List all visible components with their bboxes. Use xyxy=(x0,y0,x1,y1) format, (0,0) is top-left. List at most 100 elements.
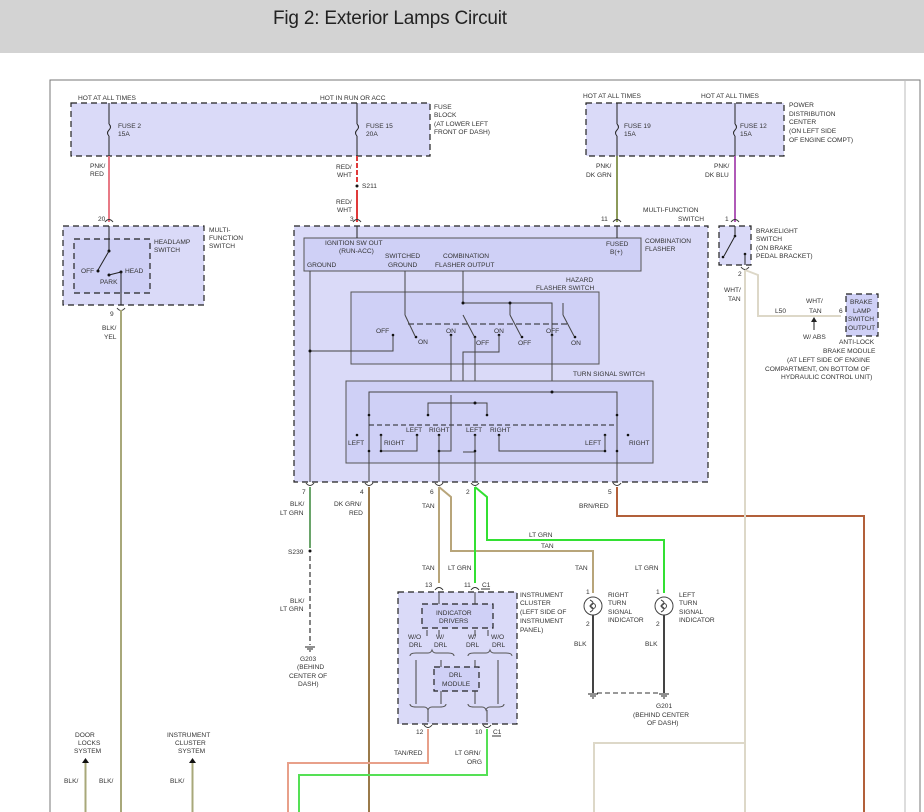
diagram-label: OFF xyxy=(81,268,94,275)
diagram-label: FLASHER OUTPUT xyxy=(435,262,494,269)
diagram-label: (AT LEFT SIDE OF ENGINE xyxy=(787,357,871,364)
diagram-label: WHT/ xyxy=(724,287,741,294)
diagram-label: BLK xyxy=(645,641,658,648)
diagram-label: FUSE 2 xyxy=(118,123,141,130)
diagram-label: (AT LOWER LEFT xyxy=(434,121,488,128)
diagram-label: ON xyxy=(418,339,428,346)
diagram-label: DISTRIBUTION xyxy=(789,111,836,118)
diagram-label: 7 xyxy=(302,489,306,496)
headlamp-switch: 20 OFF HEAD PARK HEADLAMP SWITCH MULTI- … xyxy=(62,216,243,318)
diagram-label: ORG xyxy=(467,759,482,766)
diagram-label: LT GRN xyxy=(635,565,659,572)
diagram-label: BLK xyxy=(574,641,587,648)
diagram-label: MODULE xyxy=(442,681,471,688)
diagram-label: WHT xyxy=(337,172,352,179)
diagram-label: 15A xyxy=(624,131,636,138)
diagram-label: FUSED xyxy=(606,241,629,248)
diagram-label: INSTRUMENT xyxy=(520,618,563,625)
diagram-label: TAN xyxy=(541,543,554,550)
wire-brn-red xyxy=(616,487,865,812)
diagram-label: 9 xyxy=(110,311,114,318)
diagram-label: S239 xyxy=(288,549,304,556)
diagram-label: WHT xyxy=(337,207,352,214)
diagram-label: LT GRN xyxy=(280,606,304,613)
diagram-label: DRL xyxy=(449,672,463,679)
diagram-label: DRIVERS xyxy=(439,618,469,625)
fuse19-icon xyxy=(615,123,619,137)
diagram-label: YEL xyxy=(104,334,117,341)
diagram-label: LEFT xyxy=(406,427,422,434)
diagram-label: BLK/ xyxy=(290,501,304,508)
diagram-label: LT GRN xyxy=(529,532,553,539)
hot-label-fuse15: HOT IN RUN OR ACC xyxy=(320,95,386,102)
ground-g203-icon xyxy=(305,646,315,652)
diagram-label: 20 xyxy=(98,216,106,223)
diagram-label: (ON BRAKE xyxy=(756,245,793,252)
diagram-label: TURN xyxy=(679,600,698,607)
diagram-label: PNK/ xyxy=(714,163,730,170)
diagram-label: LAMP xyxy=(853,308,872,315)
diagram-label: 2 xyxy=(656,621,660,628)
diagram-label: BLK/ xyxy=(99,778,113,785)
diagram-label: COMBINATION xyxy=(645,238,691,245)
diagram-label: HAZARD xyxy=(566,277,593,284)
diagram-label: FUSE xyxy=(434,104,452,111)
diagram-label: SWITCHED xyxy=(385,253,420,260)
diagram-label: G201 xyxy=(656,703,672,710)
wire-tan-b xyxy=(438,486,594,593)
hot-label-fuse2: HOT AT ALL TIMES xyxy=(78,95,137,102)
diagram-label: TAN xyxy=(809,308,822,315)
diagram-label: SWITCH xyxy=(209,243,235,250)
diagram-label: FRONT OF DASH) xyxy=(434,129,490,136)
diagram-label: SWITCH xyxy=(678,216,704,223)
diagram-label: TURN xyxy=(608,600,627,607)
diagram-label: POWER xyxy=(789,102,814,109)
diagram-label: BLK/ xyxy=(64,778,78,785)
diagram-label: CENTER OF xyxy=(289,673,327,680)
diagram-label: RIGHT xyxy=(429,427,450,434)
diagram-label: RED xyxy=(90,171,104,178)
diagram-label: BRAKE xyxy=(850,299,873,306)
diagram-label: DASH) xyxy=(298,681,319,688)
diagram-label: 5 xyxy=(608,489,612,496)
diagram-label: BRAKELIGHT xyxy=(756,228,798,235)
diagram-label: INDICATOR xyxy=(436,610,472,617)
fuse15-icon xyxy=(355,123,359,137)
diagram-label: LT GRN/ xyxy=(455,750,481,757)
diagram-label: INSTRUMENT xyxy=(167,732,210,739)
diagram-label: 3 xyxy=(350,216,354,223)
diagram-label: 15A xyxy=(740,131,752,138)
arrow-up-icon xyxy=(189,758,196,763)
diagram-label: C1 xyxy=(493,729,502,736)
diagram-label: 20A xyxy=(366,131,378,138)
diagram-label: W/O xyxy=(408,634,421,641)
instrument-cluster: 13 11 C1 INDICATOR DRIVERS W/O DRL W/ DR… xyxy=(397,582,566,725)
diagram-label: 12 xyxy=(416,729,424,736)
diagram-label: COMBINATION xyxy=(443,253,489,260)
figure-header: Fig 2: Exterior Lamps Circuit xyxy=(0,0,924,53)
diagram-label: LEFT xyxy=(679,592,695,599)
diagram-label: RIGHT xyxy=(384,440,405,447)
diagram-label: ON xyxy=(446,328,456,335)
diagram-label: B(+) xyxy=(610,249,623,256)
diagram-label: TURN SIGNAL SWITCH xyxy=(573,371,645,378)
diagram-label: DOOR xyxy=(75,732,95,739)
diagram-label: ON xyxy=(494,328,504,335)
diagram-label: (BEHIND xyxy=(297,664,324,671)
diagram-label: 2 xyxy=(738,271,742,278)
diagram-label: PARK xyxy=(100,279,118,286)
diagram-label: TAN xyxy=(422,565,435,572)
diagram-label: OFF xyxy=(376,328,389,335)
wire-ltgrn-org xyxy=(298,729,488,812)
diagram-label: 2 xyxy=(586,621,590,628)
diagram-label: SWITCH xyxy=(848,316,874,323)
diagram-label: HOT AT ALL TIMES xyxy=(701,93,760,100)
diagram-label: OUTPUT xyxy=(848,325,875,332)
instrument-cluster-system: INSTRUMENT CLUSTER SYSTEM BLK/ xyxy=(167,732,210,812)
diagram-label: OFF xyxy=(518,340,531,347)
diagram-label: LT GRN xyxy=(448,565,472,572)
diagram-label: HEAD xyxy=(125,268,144,275)
left-turn-signal-indicator: 1 2 LEFT TURN SIGNAL INDICATOR xyxy=(654,589,715,628)
wire-ltgrn-b xyxy=(474,486,665,593)
diagram-label: PNK/ xyxy=(90,163,106,170)
